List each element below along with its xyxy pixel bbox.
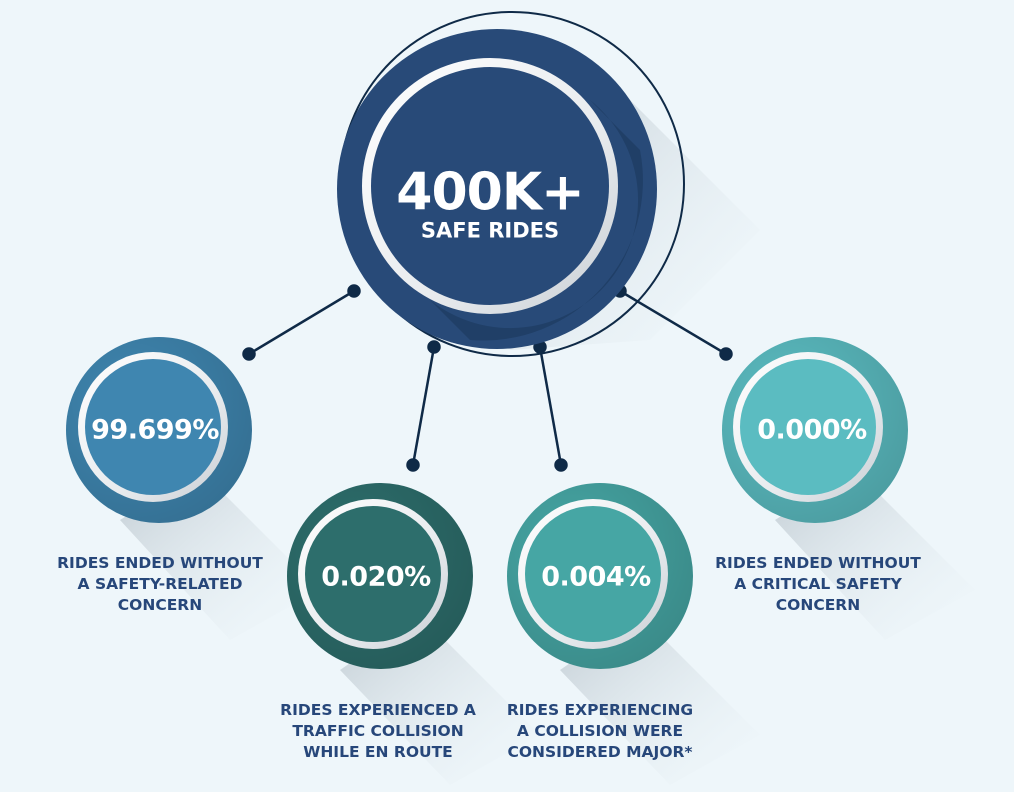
stat-circle-2 bbox=[287, 483, 540, 785]
caption-line: WHILE EN ROUTE bbox=[303, 743, 453, 761]
caption-line: RIDES EXPERIENCED A bbox=[280, 701, 476, 719]
stat-value-2: 0.020% bbox=[321, 561, 431, 593]
caption-line: A CRITICAL SAFETY bbox=[734, 575, 902, 593]
caption-line: RIDES ENDED WITHOUT bbox=[57, 554, 263, 572]
connector-dot bbox=[554, 458, 568, 472]
connectors bbox=[242, 284, 733, 472]
caption-line: RIDES EXPERIENCING bbox=[506, 701, 694, 719]
stat-value-1: 99.699% bbox=[91, 414, 219, 446]
hub-label: SAFE RIDES bbox=[420, 218, 560, 243]
caption-line: A SAFETY-RELATED bbox=[77, 575, 243, 593]
hub-circle bbox=[337, 29, 657, 349]
connector-line-3 bbox=[538, 346, 563, 466]
caption-line: CONCERN bbox=[117, 596, 203, 614]
hub-value: 400K+ bbox=[396, 162, 584, 223]
connector-dot bbox=[347, 284, 361, 298]
connector-dot bbox=[406, 458, 420, 472]
caption-line: A COLLISION WERE bbox=[516, 722, 684, 740]
stat-circle-4 bbox=[722, 337, 975, 640]
stat-circle-1 bbox=[66, 337, 320, 640]
stat-caption-3: RIDES EXPERIENCING A COLLISION WERE CONS… bbox=[507, 700, 693, 763]
connector-dot bbox=[242, 347, 256, 361]
caption-line: RIDES ENDED WITHOUT bbox=[715, 554, 921, 572]
connector-line-2 bbox=[411, 346, 436, 466]
stat-caption-1: RIDES ENDED WITHOUT A SAFETY-RELATED CON… bbox=[57, 553, 263, 616]
connector-line-4 bbox=[619, 289, 727, 356]
hub-stat: 400K+ SAFE RIDES bbox=[396, 162, 584, 243]
stat-value-3: 0.004% bbox=[541, 561, 651, 593]
stat-caption-2: RIDES EXPERIENCED A TRAFFIC COLLISION WH… bbox=[280, 700, 476, 763]
connector-dot bbox=[427, 340, 441, 354]
caption-line: TRAFFIC COLLISION bbox=[292, 722, 464, 740]
caption-line: CONSIDERED MAJOR* bbox=[507, 743, 693, 761]
caption-line: CONCERN bbox=[775, 596, 861, 614]
stat-value-4: 0.000% bbox=[757, 414, 867, 446]
connector-dot bbox=[719, 347, 733, 361]
stat-circle-3 bbox=[507, 483, 760, 785]
stat-caption-4: RIDES ENDED WITHOUT A CRITICAL SAFETY CO… bbox=[715, 553, 921, 616]
connector-line-1 bbox=[248, 289, 355, 356]
